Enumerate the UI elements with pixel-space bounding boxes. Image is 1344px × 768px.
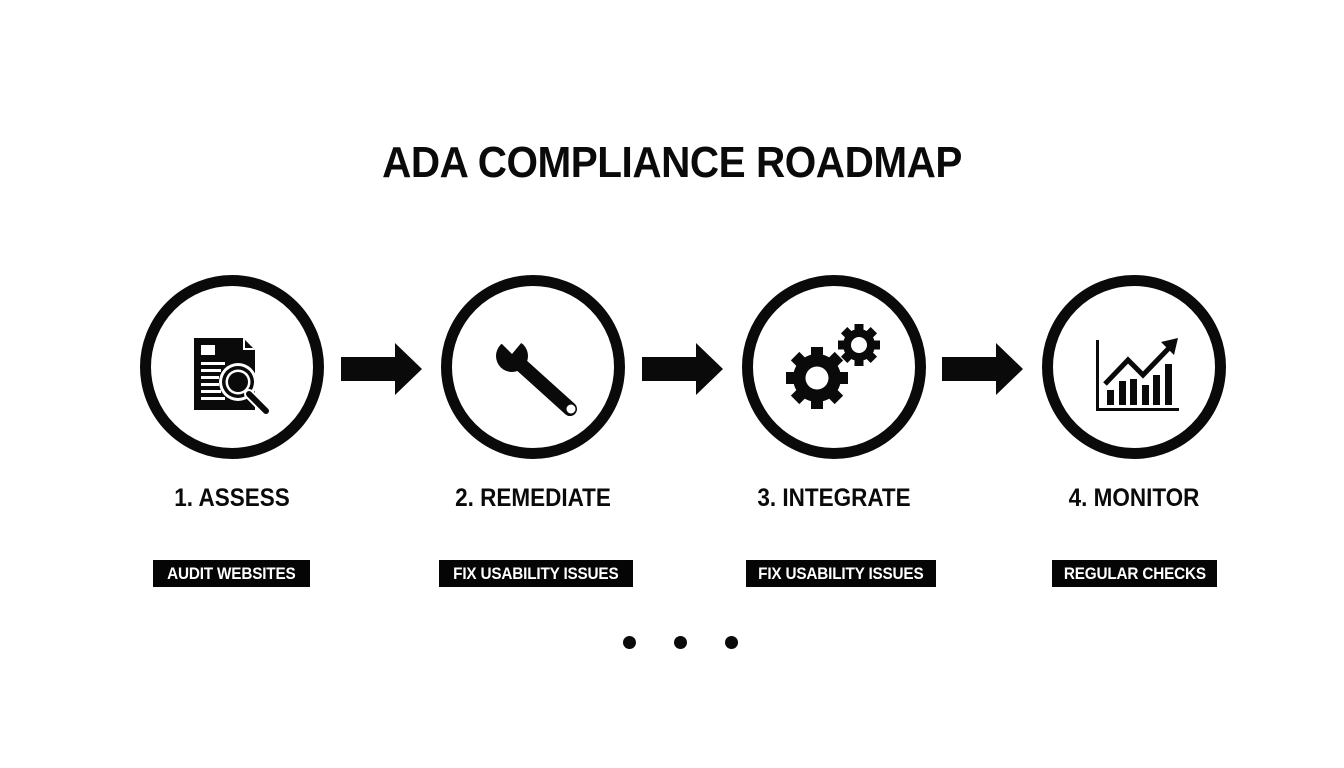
step-badge: FIX USABILITY ISSUES — [439, 560, 633, 587]
step-label: 3. INTEGRATE — [757, 484, 911, 512]
step-label: 2. REMEDIATE — [455, 484, 611, 512]
pagination-dot — [623, 636, 636, 649]
wrench-icon — [496, 328, 577, 416]
step-badge: REGULAR CHECKS — [1052, 560, 1217, 587]
step-circle — [1042, 275, 1226, 459]
pagination-dot — [674, 636, 687, 649]
step-label: 4. MONITOR — [1068, 484, 1200, 512]
step-monitor: 4. MONITOR REGULAR CHECKS — [984, 0, 1284, 768]
gears-icon — [786, 324, 880, 409]
step-badge: FIX USABILITY ISSUES — [746, 560, 936, 587]
arrow-right-icon — [341, 343, 422, 395]
step-circle — [742, 275, 926, 459]
step-circle — [441, 275, 625, 459]
pagination-dot — [725, 636, 738, 649]
document-magnifier-icon — [194, 338, 271, 416]
step-circle — [140, 275, 324, 459]
step-integrate: 3. INTEGRATE FIX USABILITY ISSUES — [684, 0, 984, 768]
page-title: ADA COMPLIANCE ROADMAP — [382, 138, 962, 187]
step-remediate: 2. REMEDIATE FIX USABILITY ISSUES — [383, 0, 683, 768]
step-assess: 1. ASSESS AUDIT WEBSITES — [82, 0, 382, 768]
ellipsis-dots-icon — [623, 636, 739, 649]
growth-chart-icon — [1096, 338, 1179, 411]
arrow-right-icon — [942, 343, 1023, 395]
step-label: 1. ASSESS — [174, 484, 290, 512]
step-badge: AUDIT WEBSITES — [153, 560, 310, 587]
arrow-right-icon — [642, 343, 723, 395]
